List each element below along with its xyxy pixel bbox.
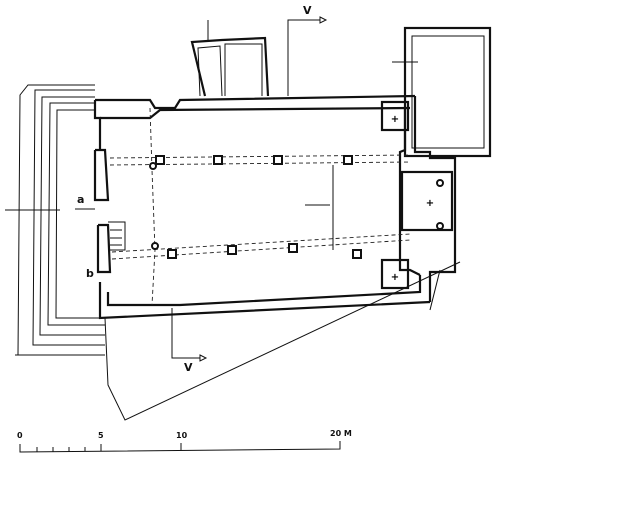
- scale-tick-0: 0: [17, 431, 23, 440]
- entrance-label-b: b: [86, 267, 94, 280]
- nave-walls: [93, 94, 457, 320]
- scale-tick-10: 10: [176, 431, 188, 440]
- svg-text:+: +: [426, 198, 434, 209]
- scale-tick-5: 5: [98, 431, 104, 440]
- svg-text:+: +: [391, 114, 399, 125]
- piers: [149, 155, 362, 259]
- scale-bar-graphic: [19, 441, 341, 453]
- section-marker-bottom: V: [184, 361, 193, 374]
- entrance-label-a: a: [77, 193, 85, 206]
- altars: + + +: [332, 100, 454, 290]
- forecourt-triangle: [104, 261, 461, 421]
- north-annex: [190, 36, 270, 97]
- tower: [392, 26, 492, 158]
- terraces: [15, 84, 105, 356]
- section-marker-top: V: [303, 4, 312, 17]
- scale-tick-20m: 20 M: [330, 429, 352, 438]
- stair: [108, 221, 126, 251]
- section-lines: [5, 16, 330, 362]
- svg-text:+: +: [391, 272, 399, 283]
- arcades: [109, 107, 411, 306]
